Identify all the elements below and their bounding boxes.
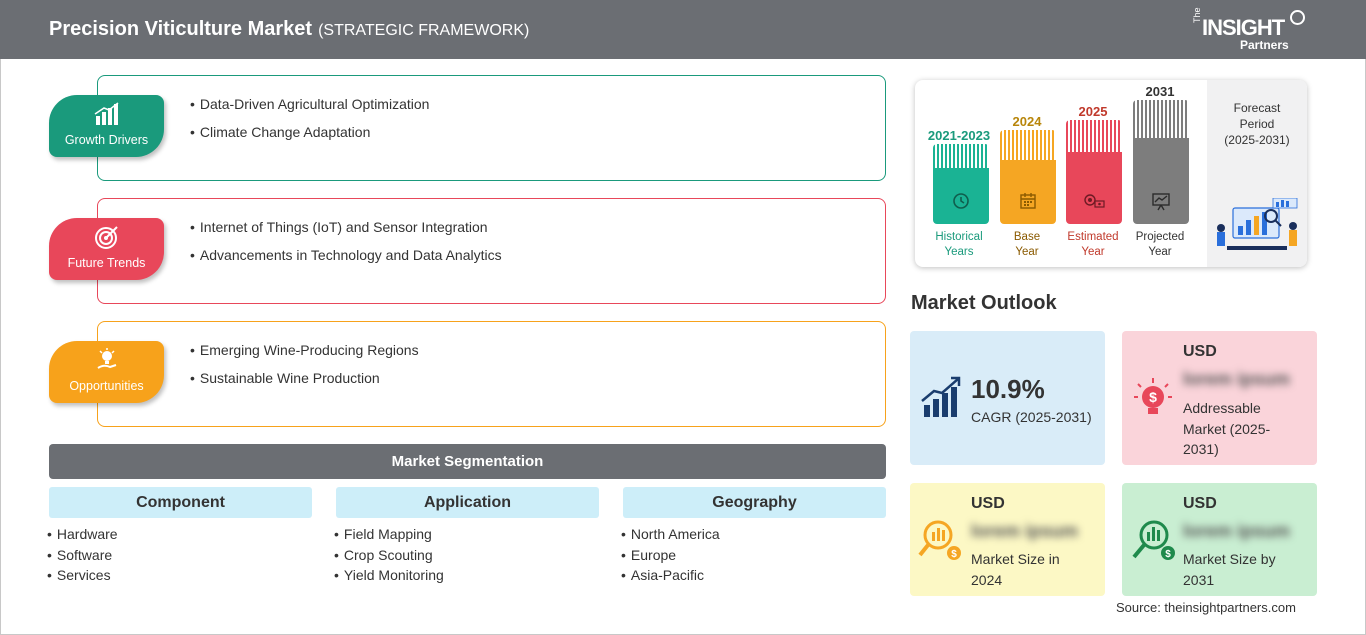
insight-partners-logo: The INSIGHT Partners	[1190, 7, 1310, 53]
cagr-box: 10.9% CAGR (2025-2031)	[910, 331, 1105, 465]
future-trends-card: Internet of Things (IoT) and Sensor Inte…	[97, 198, 886, 304]
addressable-market-box: USD lorem ipsum $ Addressable Market (20…	[1122, 331, 1317, 465]
opportunities-card: Emerging Wine-Producing Regions Sustaina…	[97, 321, 886, 427]
currency-label: USD	[971, 495, 1005, 512]
badge-label: Opportunities	[69, 379, 144, 393]
obscured-value: lorem ipsum	[1183, 369, 1291, 389]
list-item: Climate Change Adaptation	[190, 122, 429, 150]
segment-heading-application: Application	[336, 487, 599, 518]
forecast-period-label: Forecast Period (2025-2031)	[1224, 101, 1290, 147]
timeline-year-label: 2025	[1078, 104, 1108, 119]
list-item: Sustainable Wine Production	[190, 368, 419, 396]
forecast-period-panel: Forecast Period (2025-2031)	[1207, 80, 1307, 267]
badge-label: Growth Drivers	[64, 133, 149, 147]
timeline-panel: Forecast Period (2025-2031) 2021-2023 Hi…	[915, 80, 1307, 267]
timeline-column-historical	[933, 144, 989, 224]
list-item: Europe	[621, 546, 720, 567]
cagr-label: CAGR (2025-2031)	[971, 409, 1092, 425]
svg-text:$: $	[951, 549, 957, 560]
list-item: Internet of Things (IoT) and Sensor Inte…	[190, 217, 502, 245]
list-item: North America	[621, 525, 720, 546]
obscured-value: lorem ipsum	[1183, 521, 1291, 541]
cagr-value: 10.9%	[971, 374, 1045, 404]
currency-label: USD	[1183, 343, 1217, 360]
timeline-column-projected	[1133, 100, 1189, 224]
growth-chart-icon	[49, 102, 164, 132]
market-size-2031-label: Market Size by 2031	[1183, 551, 1276, 588]
target-icon	[49, 225, 164, 255]
list-item: Software	[47, 546, 118, 567]
list-item: Yield Monitoring	[334, 566, 444, 587]
segmentation-title: Market Segmentation	[49, 444, 886, 479]
header-bar: Precision Viticulture Market(STRATEGIC F…	[0, 0, 1366, 59]
list-item: Advancements in Technology and Data Anal…	[190, 245, 502, 273]
market-size-2024-box: USD lorem ipsum $ Market Size in 2024	[910, 483, 1105, 596]
list-item: Asia-Pacific	[621, 566, 720, 587]
svg-text:$: $	[1149, 389, 1157, 405]
addressable-market-label: Addressable Market (2025- 2031)	[1183, 400, 1271, 457]
market-size-2024-label: Market Size in 2024	[971, 551, 1060, 588]
segment-list-application: Field Mapping Crop Scouting Yield Monito…	[334, 525, 444, 587]
presentation-chart-icon	[1133, 191, 1189, 216]
badge-label: Future Trends	[67, 256, 146, 270]
history-clock-icon	[933, 191, 989, 216]
market-outlook-title: Market Outlook	[911, 292, 1057, 314]
currency-label: USD	[1183, 495, 1217, 512]
timeline-column-estimated	[1066, 120, 1122, 224]
list-item: Crop Scouting	[334, 546, 444, 567]
timeline-year-label: 2024	[1012, 114, 1042, 129]
lightbulb-hand-icon	[49, 348, 164, 378]
page-subtitle: (STRATEGIC FRAMEWORK)	[318, 22, 530, 39]
segment-list-component: Hardware Software Services	[47, 525, 118, 587]
segment-heading-geography: Geography	[623, 487, 886, 518]
source-credit: Source: theinsightpartners.com	[1116, 600, 1296, 615]
segment-list-geography: North America Europe Asia-Pacific	[621, 525, 720, 587]
bar-growth-icon	[921, 376, 961, 417]
list-item: Emerging Wine-Producing Regions	[190, 340, 419, 368]
list-item: Field Mapping	[334, 525, 444, 546]
calendar-icon	[1000, 191, 1056, 216]
opportunities-badge: Opportunities	[49, 341, 164, 403]
timeline-year-label: 2021-2023	[927, 128, 991, 143]
page-title: Precision Viticulture Market(STRATEGIC F…	[49, 18, 530, 40]
market-size-2031-box: USD lorem ipsum $ Market Size by 2031	[1122, 483, 1317, 596]
timeline-year-label: 2031	[1145, 84, 1175, 99]
growth-drivers-badge: Growth Drivers	[49, 95, 164, 157]
list-item: Data-Driven Agricultural Optimization	[190, 94, 430, 122]
list-item: Hardware	[47, 525, 118, 546]
magnifier-chart-icon: $	[1132, 520, 1175, 560]
analytics-people-icon	[1217, 198, 1298, 250]
list-item: Services	[47, 566, 118, 587]
svg-text:$: $	[1165, 549, 1171, 560]
future-trends-badge: Future Trends	[49, 218, 164, 280]
magnifier-dollar-icon: $	[918, 520, 961, 560]
segment-heading-component: Component	[49, 487, 312, 518]
timeline-column-base	[1000, 130, 1056, 224]
settings-money-icon	[1066, 191, 1122, 216]
growth-drivers-card: Data-Driven Agricultural Optimization Cl…	[97, 75, 886, 181]
bulb-dollar-icon: $	[1134, 378, 1172, 414]
obscured-value: lorem ipsum	[971, 521, 1079, 541]
